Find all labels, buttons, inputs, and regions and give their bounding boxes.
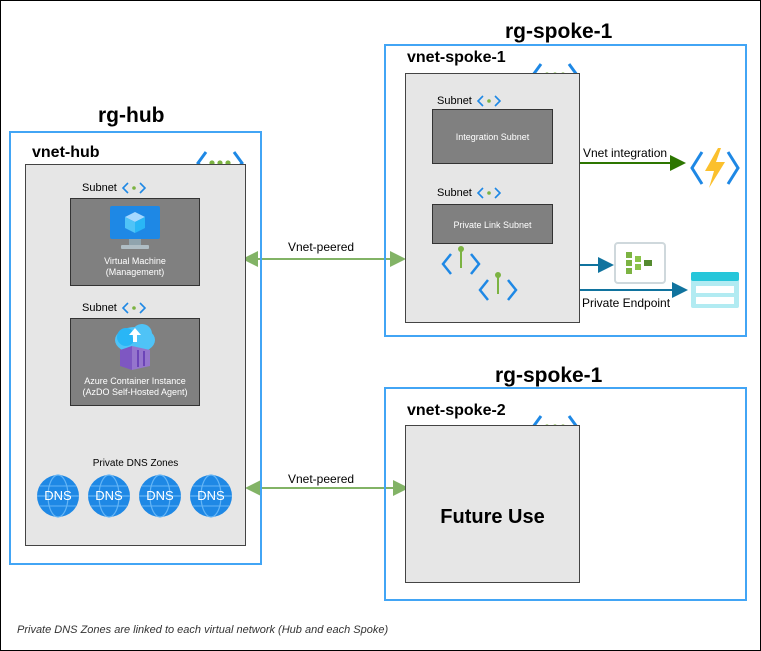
vnet-hub-title: vnet-hub: [32, 144, 100, 161]
function-app-icon: [690, 148, 740, 188]
dns-badge-label: DNS: [95, 488, 123, 503]
footer-note: Private DNS Zones are linked to each vir…: [17, 624, 389, 636]
vnet-integration-label: Vnet integration: [583, 146, 668, 160]
rg-spoke-2-container: [384, 387, 747, 601]
hub-subnet-label-2: Subnet: [82, 302, 117, 314]
event-hub-icon: [614, 242, 666, 284]
vm-caption-1: Virtual Machine: [104, 256, 166, 266]
rg-spoke-1-container: [384, 44, 747, 337]
peering-label-bottom: Vnet-peered: [286, 472, 357, 486]
subnet-icon: [477, 95, 501, 107]
private-endpoint-label: Private Endpoint: [582, 296, 671, 310]
rg-spoke-1-title-2: rg-spoke-1: [495, 364, 603, 387]
private-endpoint-icon: [478, 272, 518, 301]
dns-badge-label: DNS: [146, 488, 174, 503]
dns-badge-label: DNS: [44, 488, 72, 503]
subnet-icon: [122, 182, 146, 194]
future-use-label: Future Use: [440, 506, 545, 528]
integration-subnet-box: Integration Subnet: [432, 109, 553, 164]
virtual-machine-icon: [110, 206, 160, 249]
rg-hub-container: [9, 131, 262, 565]
private-endpoint-icon: [441, 246, 481, 275]
peering-label-top: Vnet-peered: [286, 240, 357, 254]
vnet-spoke-2-title: vnet-spoke-2: [407, 402, 506, 419]
dns-badge-label: DNS: [197, 488, 225, 503]
container-instance-icon: [115, 324, 155, 370]
vnet-spoke-2-box: [405, 425, 580, 583]
aci-caption-1: Azure Container Instance: [84, 376, 186, 386]
rg-spoke-1-title: rg-spoke-1: [505, 20, 613, 43]
aci-caption-2: (AzDO Self-Hosted Agent): [82, 387, 188, 397]
dns-zone-icon: DNS: [138, 474, 182, 518]
vnet-spoke-1-title: vnet-spoke-1: [407, 49, 506, 66]
spoke1-subnet-label-1: Subnet: [437, 95, 472, 107]
subnet-icon: [122, 302, 146, 314]
private-dns-zones-label: Private DNS Zones: [92, 458, 179, 469]
hub-subnet-label-1: Subnet: [82, 182, 117, 194]
dns-zone-icon: DNS: [189, 474, 233, 518]
rg-hub-title: rg-hub: [98, 104, 165, 127]
dns-zone-icon: DNS: [36, 474, 80, 518]
spoke1-subnet-label-2: Subnet: [437, 187, 472, 199]
dns-zone-icon: DNS: [87, 474, 131, 518]
private-link-subnet-box: Private Link Subnet: [432, 204, 553, 244]
subnet-icon: [477, 187, 501, 199]
storage-icon: [691, 272, 739, 308]
vm-caption-2: (Management): [105, 267, 165, 277]
